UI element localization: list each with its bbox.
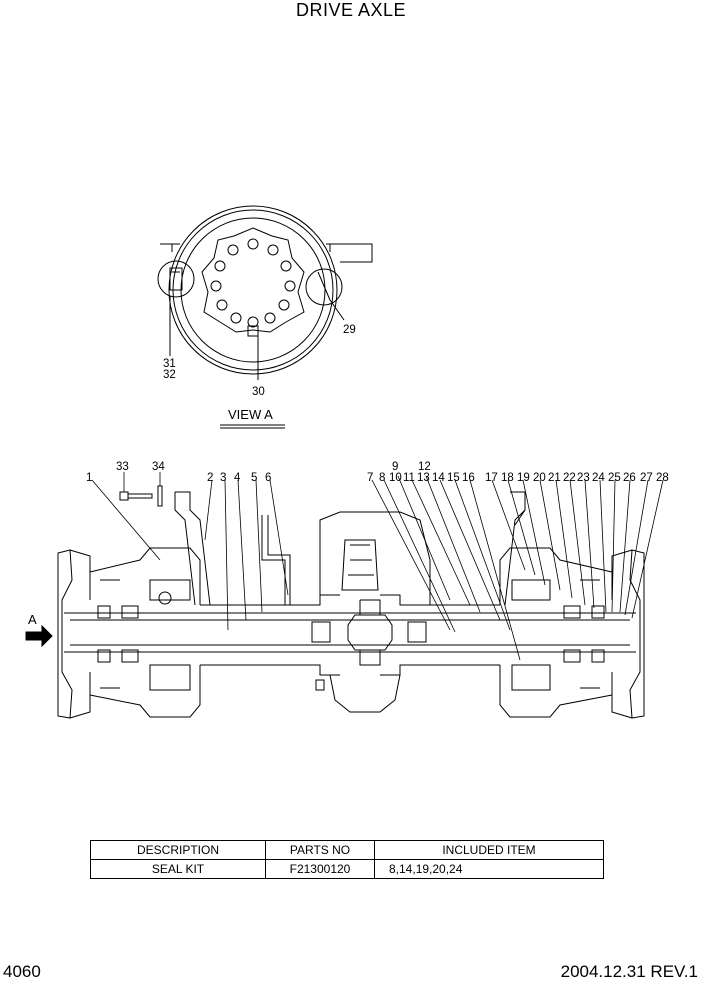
svg-text:4: 4 (234, 472, 241, 484)
svg-text:34: 34 (152, 461, 165, 473)
hub-bolts (210, 238, 296, 328)
parts-table: DESCRIPTION PARTS NO INCLUDED ITEM SEAL … (90, 840, 604, 879)
svg-text:23: 23 (577, 472, 590, 484)
svg-text:21: 21 (548, 472, 561, 484)
col-description: DESCRIPTION (90, 840, 266, 860)
callout-31: 31 (163, 358, 176, 370)
svg-text:10: 10 (389, 472, 402, 484)
svg-text:25: 25 (608, 472, 621, 484)
axle-section-view (25, 485, 645, 719)
col-parts-no: PARTS NO (265, 840, 375, 860)
svg-text:11: 11 (403, 472, 415, 484)
svg-text:1: 1 (86, 472, 92, 484)
view-direction-arrow (25, 624, 53, 648)
svg-text:2: 2 (207, 472, 213, 484)
svg-text:9: 9 (392, 461, 398, 473)
table-header-row: DESCRIPTION PARTS NO INCLUDED ITEM (90, 840, 604, 860)
col-included-item: INCLUDED ITEM (374, 840, 604, 860)
view-a-end-view (157, 205, 373, 429)
svg-text:26: 26 (623, 472, 636, 484)
svg-text:17: 17 (485, 472, 498, 484)
svg-text:3: 3 (220, 472, 226, 484)
page-number: 4060 (3, 962, 41, 981)
callout-30: 30 (252, 386, 265, 398)
svg-text:20: 20 (533, 472, 546, 484)
svg-text:18: 18 (501, 472, 514, 484)
callout-32: 32 (163, 369, 176, 381)
svg-text:27: 27 (640, 472, 653, 484)
svg-text:24: 24 (592, 472, 605, 484)
svg-text:16: 16 (462, 472, 475, 484)
view-a-label: VIEW A (228, 407, 273, 422)
svg-text:15: 15 (447, 472, 460, 484)
svg-text:8: 8 (379, 472, 385, 484)
svg-text:28: 28 (656, 472, 669, 484)
callout-leaders (91, 472, 664, 661)
cell-included: 8,14,19,20,24 (374, 859, 604, 879)
arrow-a-label: A (28, 612, 37, 627)
detail-circle-left (157, 260, 195, 298)
svg-text:13: 13 (417, 472, 430, 484)
callout-29: 29 (343, 324, 356, 336)
page-title: DRIVE AXLE (295, 0, 407, 20)
detail-circle-right (305, 268, 343, 306)
cell-description: SEAL KIT (90, 859, 266, 879)
svg-text:14: 14 (432, 472, 445, 484)
svg-text:33: 33 (116, 461, 129, 473)
revision-date: 2004.12.31 REV.1 (560, 962, 698, 981)
svg-text:12: 12 (418, 461, 431, 473)
svg-text:19: 19 (517, 472, 530, 484)
table-row: SEAL KIT F21300120 8,14,19,20,24 (90, 859, 604, 879)
svg-text:6: 6 (265, 472, 271, 484)
svg-text:7: 7 (367, 472, 373, 484)
svg-text:5: 5 (251, 472, 257, 484)
svg-text:22: 22 (563, 472, 576, 484)
cell-parts-no: F21300120 (265, 859, 375, 879)
